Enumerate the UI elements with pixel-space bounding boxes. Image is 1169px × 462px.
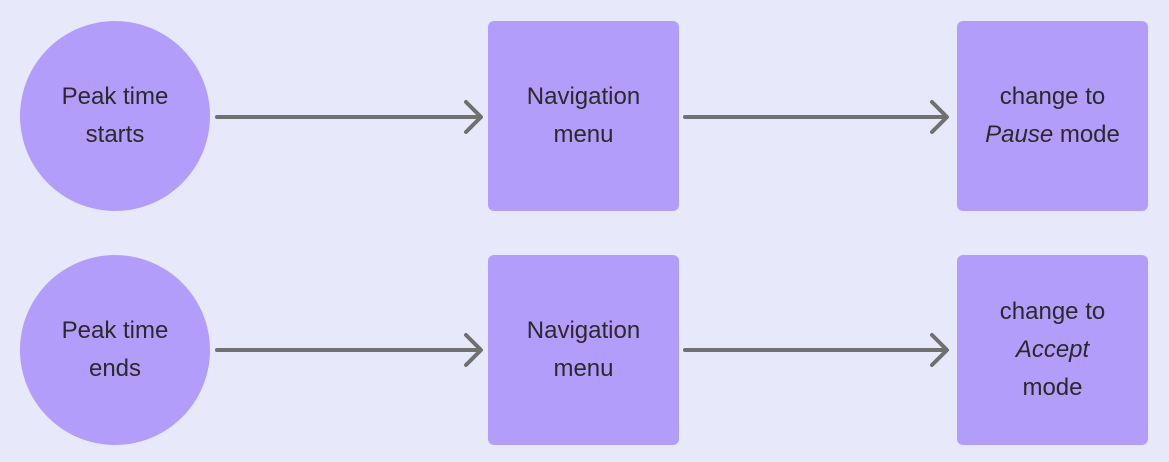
change-to-pause-mode-label: change to Pause mode (965, 78, 1140, 154)
pause-label-before: change to (999, 83, 1106, 110)
accept-label-emphasis: Accept (1015, 336, 1090, 363)
navigation-menu-label-1: Navigation menu (526, 83, 641, 148)
navigation-menu-node-2: Navigation menu (488, 255, 679, 445)
peak-time-starts-node: Peak time starts (20, 21, 210, 211)
arrow-start-to-menu-1 (215, 100, 483, 134)
accept-label-after: mode (1022, 374, 1083, 401)
pause-label-after: mode (1053, 121, 1120, 148)
arrow-menu-to-pause (683, 100, 949, 134)
arrow-end-to-menu-2 (215, 333, 483, 367)
change-to-accept-mode-label: change to Accept mode (993, 293, 1113, 407)
navigation-menu-label-2: Navigation menu (526, 317, 641, 382)
peak-time-starts-label: Peak time starts (61, 83, 169, 148)
peak-time-ends-label: Peak time ends (61, 317, 169, 382)
peak-time-ends-node: Peak time ends (20, 255, 210, 445)
accept-label-before: change to (999, 298, 1106, 325)
arrow-menu-to-accept (683, 333, 949, 367)
pause-label-emphasis: Pause (985, 121, 1054, 148)
navigation-menu-node-1: Navigation menu (488, 21, 679, 211)
change-to-pause-mode-node: change to Pause mode (957, 21, 1148, 211)
change-to-accept-mode-node: change to Accept mode (957, 255, 1148, 445)
